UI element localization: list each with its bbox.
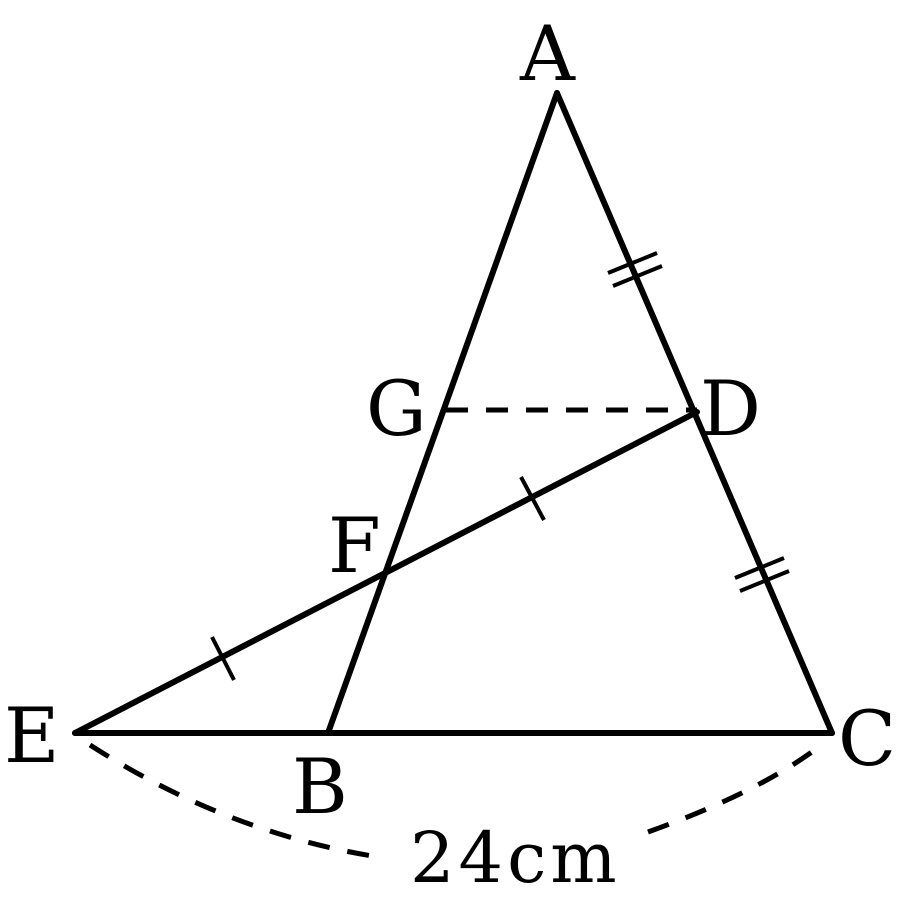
point-label-e: E	[4, 691, 59, 780]
measurement-label: 24cm	[410, 817, 621, 899]
double-tick-mark-ad-2	[612, 264, 663, 288]
point-label-b: B	[292, 742, 348, 831]
double-tick-mark-dc-1	[734, 556, 785, 580]
point-label-d: D	[700, 364, 761, 453]
point-label-c: C	[838, 694, 896, 783]
segment-ab	[325, 90, 560, 736]
point-label-g: G	[366, 364, 427, 453]
double-tick-mark-dc-2	[739, 569, 790, 593]
tick-mark-fd	[519, 476, 546, 521]
measurement-arc	[88, 742, 386, 861]
segment-ed	[72, 409, 700, 736]
point-label-f: F	[328, 501, 381, 590]
measurement-arc-right	[647, 740, 827, 835]
double-tick-mark-ad-1	[607, 251, 658, 275]
tick-mark-ef	[210, 636, 236, 681]
point-label-a: A	[519, 9, 576, 98]
